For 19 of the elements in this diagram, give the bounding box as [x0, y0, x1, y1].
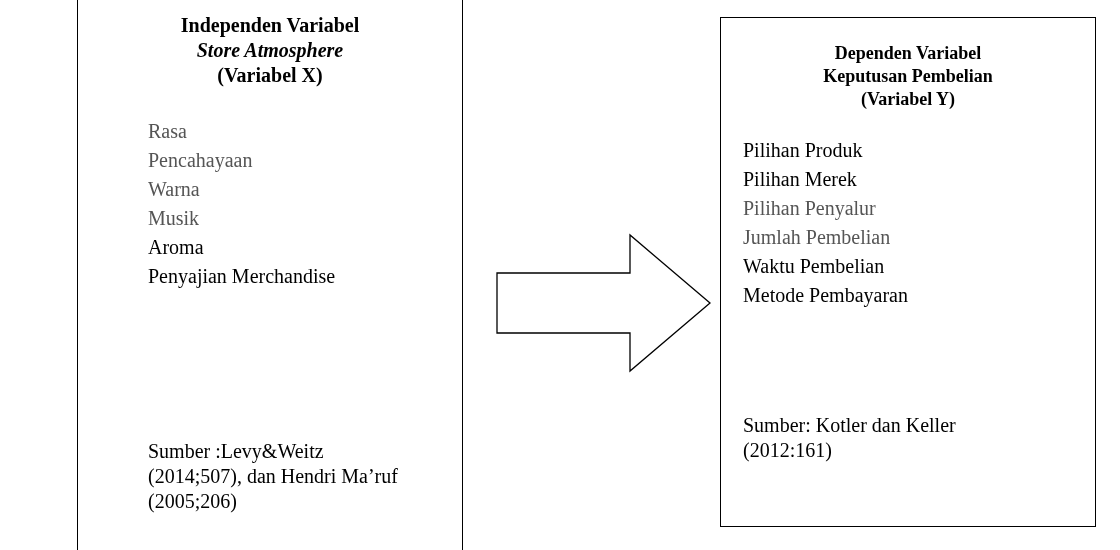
source-note: Sumber :Levy&Weitz (2014;507), dan Hendri Ma’ruf (2005;206)	[148, 439, 398, 514]
indicator-text: Pilihan Produk	[743, 138, 863, 163]
indicator-text: Penyajian Merchandise	[148, 264, 336, 289]
block-arrow	[496, 233, 711, 373]
indicator-text: Pilihan Merek	[743, 167, 857, 192]
indicator-text: Waktu Pembelian	[743, 254, 885, 279]
indicator-text: Warna	[148, 177, 200, 202]
indicator-text: Pencahayaan	[148, 148, 253, 173]
variable-heading: Independen Variabel Store Atmosphere (Variabel X)	[179, 13, 361, 88]
indicator-text: Musik	[148, 206, 200, 231]
indicator-text: Jumlah Pembelian	[743, 225, 891, 250]
variable-box	[77, 0, 463, 550]
indicator-text: Aroma	[148, 235, 204, 260]
indicator-text: Rasa	[148, 119, 187, 144]
indicator-text: Pilihan Penyalur	[743, 196, 876, 221]
source-note: Sumber: Kotler dan Keller (2012:161)	[743, 413, 957, 463]
variable-box	[720, 17, 1096, 527]
variable-heading: Dependen Variabel Keputusan Pembelian (Variabel Y)	[822, 42, 994, 111]
indicator-text: Metode Pembayaran	[743, 283, 908, 308]
